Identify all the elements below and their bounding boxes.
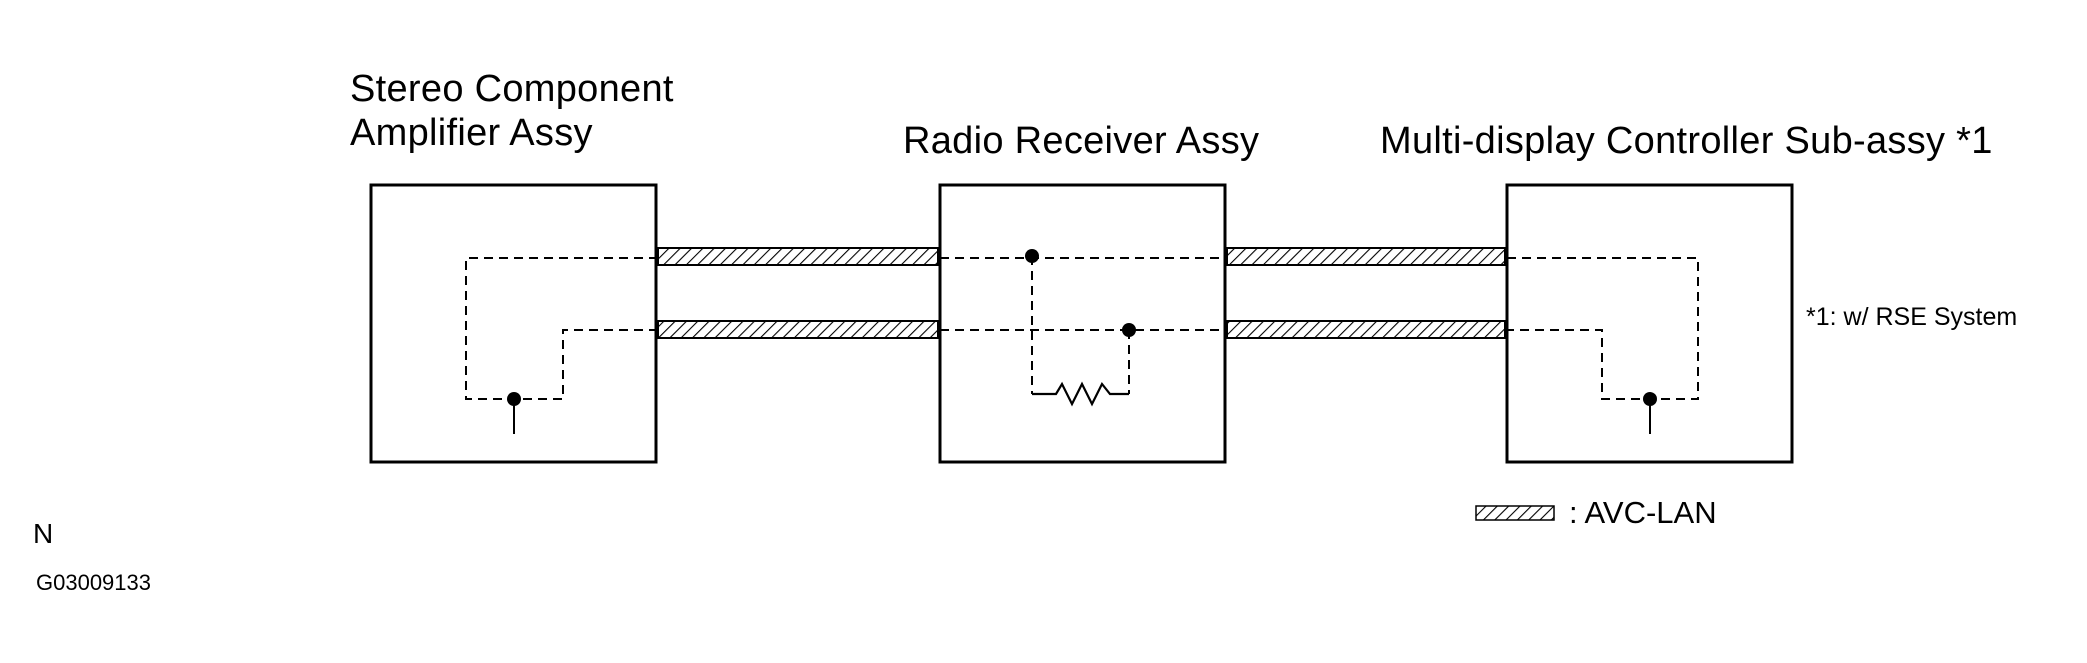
display-controller-box [1505,183,1794,464]
bus-bottom-left [657,320,939,339]
bus-bottom-right [1226,320,1506,339]
display-controller-label: Multi-display Controller Sub-assy *1 [1380,120,1993,162]
amplifier-label-line2: Amplifier Assy [350,111,593,154]
radio-internal-wiring [940,256,1225,394]
amplifier-label: Stereo Component Amplifier Assy [350,68,674,155]
radio-receiver-label: Radio Receiver Assy [903,120,1260,162]
display-terminal [1643,392,1657,434]
amplifier-terminal [507,392,521,434]
termination-resistor [1032,381,1129,407]
radio-junction-top [1025,249,1039,263]
amplifier-box [369,183,658,464]
legend: : AVC-LAN [1475,493,1717,533]
legend-label: : AVC-LAN [1569,495,1717,530]
radio-junction-bottom [1122,323,1136,337]
radio-receiver-box [938,183,1227,464]
avc-lan-bus [657,247,1506,339]
bus-top-right [1226,247,1506,266]
footnote-rse: *1: w/ RSE System [1806,303,2018,331]
amplifier-internal-wiring [465,257,658,400]
avc-lan-legend-swatch [1475,505,1555,521]
corner-mark: N [33,518,54,549]
amplifier-label-line1: Stereo Component [350,68,674,110]
figure-id: G03009133 [36,570,151,595]
display-internal-wiring [1507,257,1699,400]
bus-top-left [657,247,939,266]
